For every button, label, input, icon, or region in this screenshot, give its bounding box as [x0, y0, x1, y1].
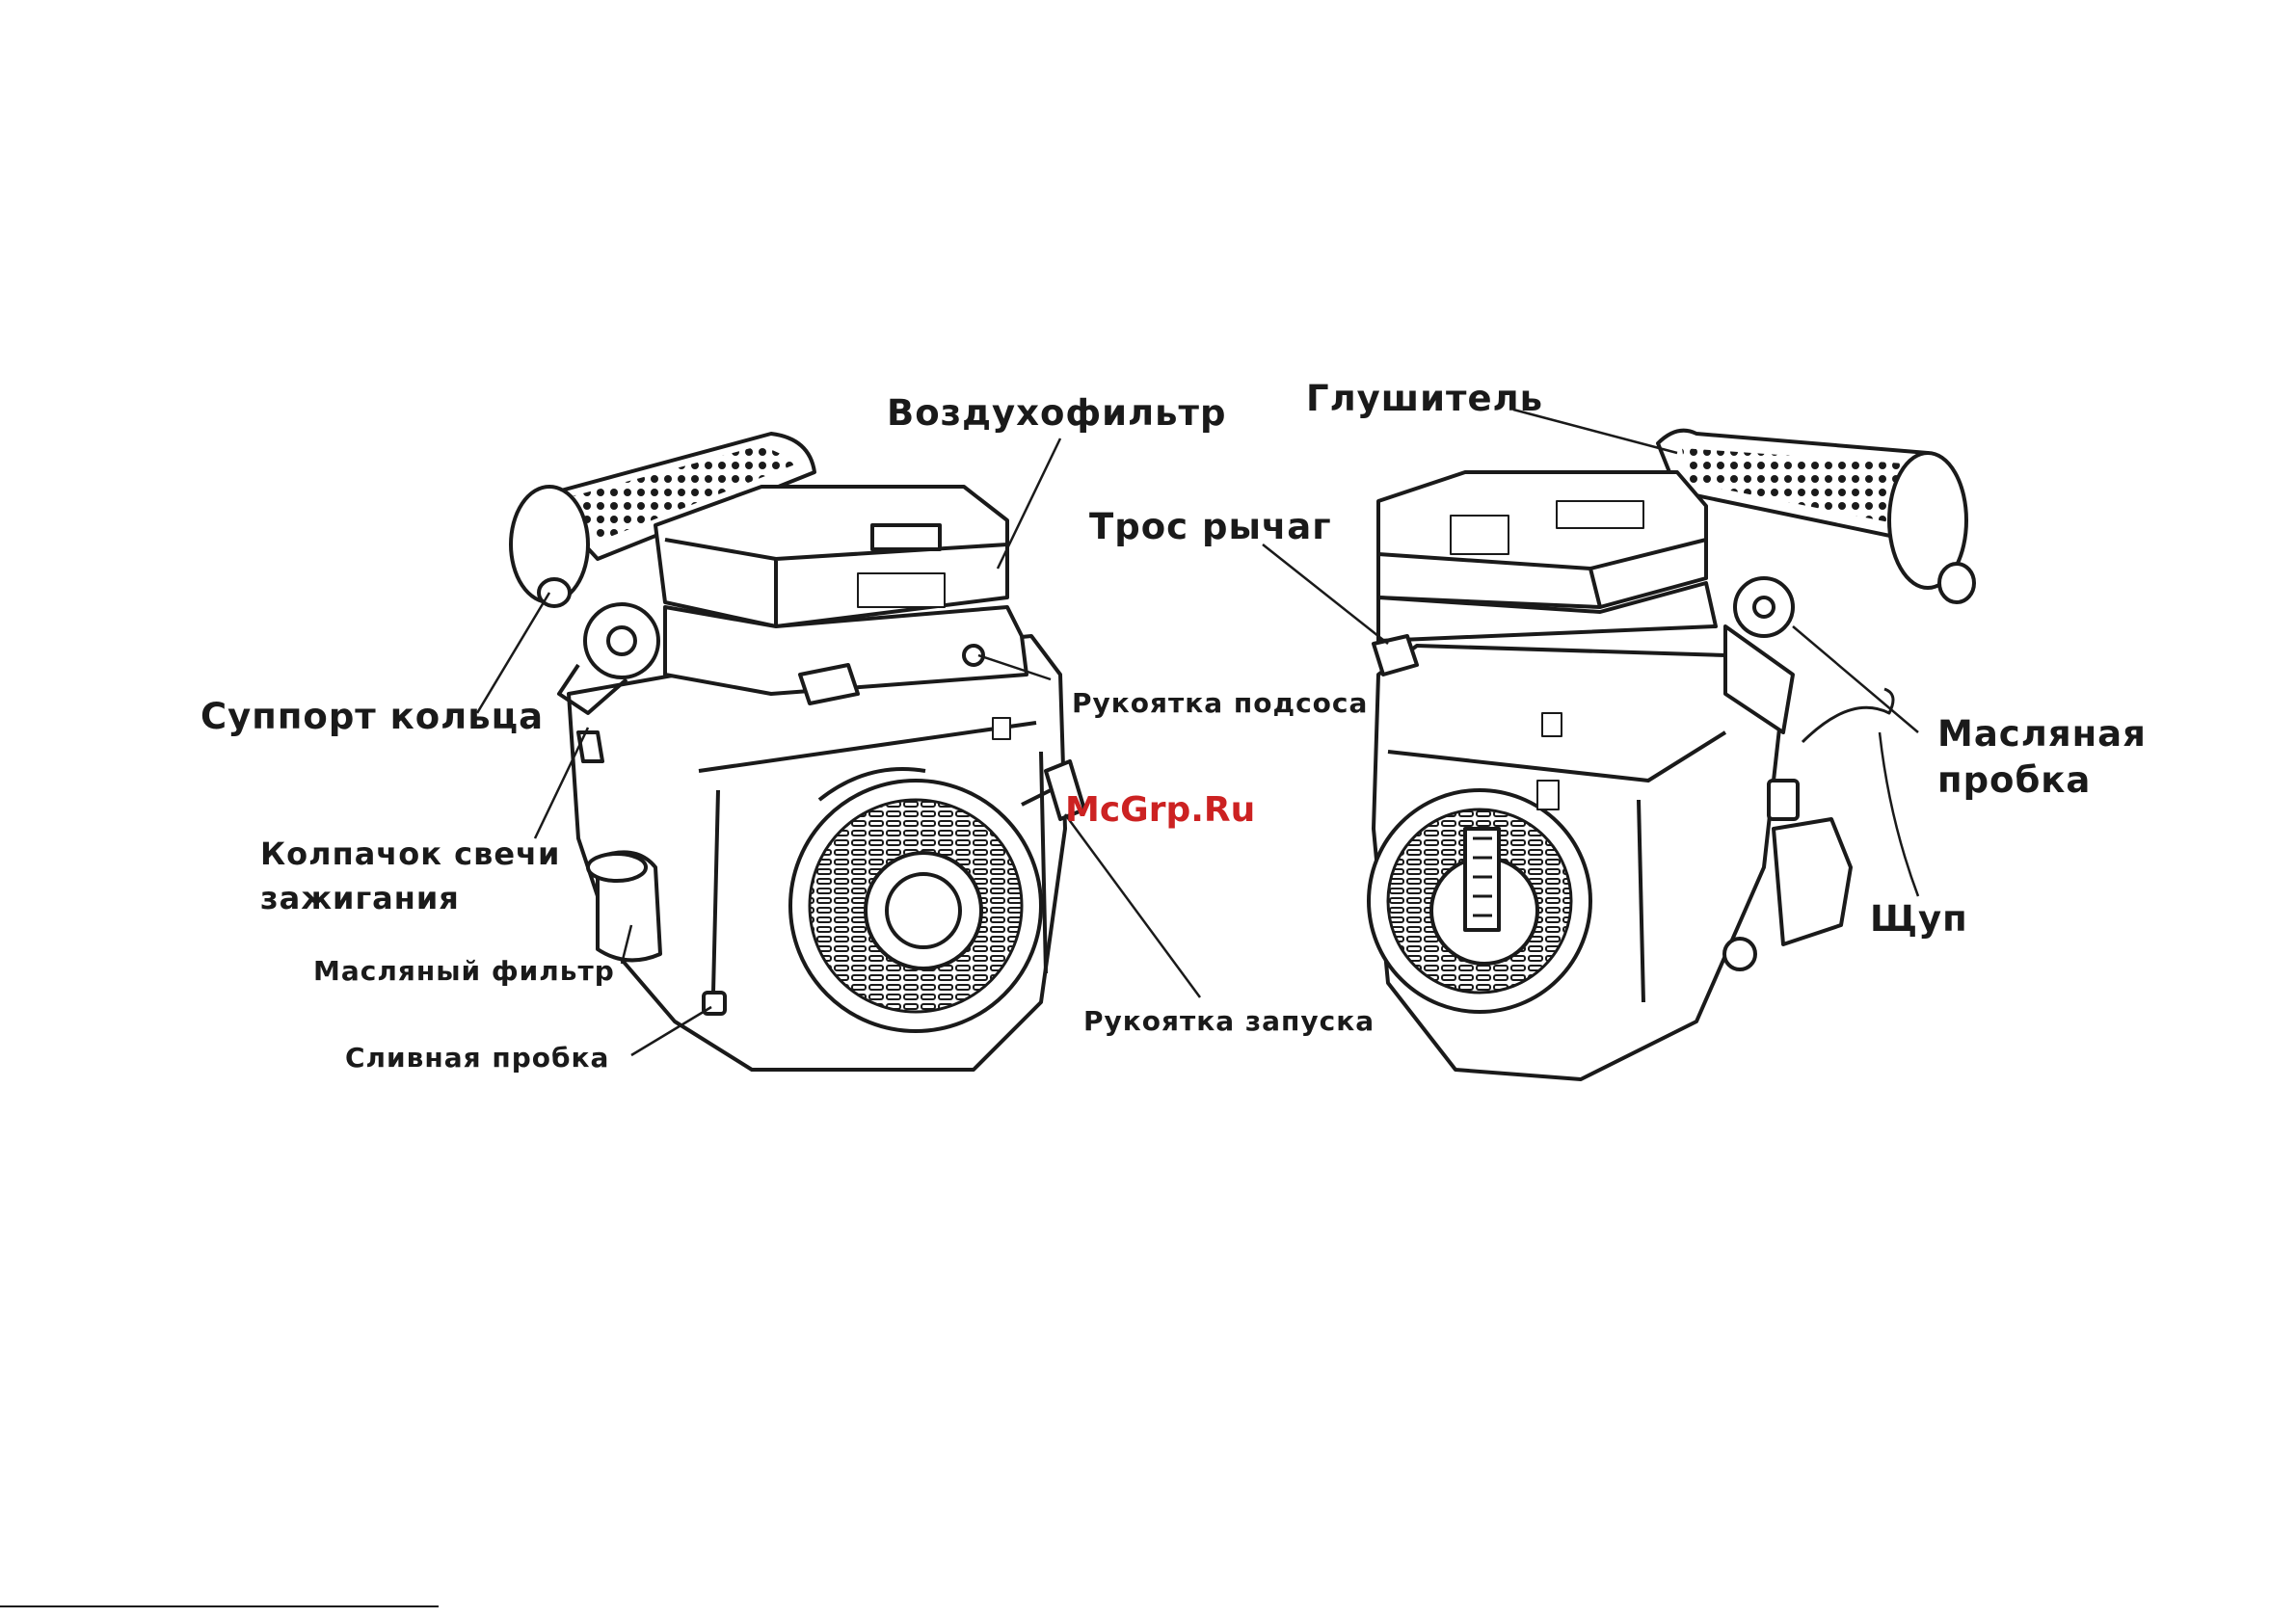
leader-oil-plug [1793, 626, 1918, 732]
label-spark-cap-line2: зажигания [260, 879, 460, 919]
right-air-filter-housing [1378, 472, 1706, 607]
label-ring-support: Суппорт кольца [200, 694, 544, 740]
label-drain-plug: Сливная пробка [345, 1041, 609, 1075]
label-oil-plug-line2: пробка [1937, 757, 2091, 804]
leader-starter-handle [1065, 814, 1200, 997]
label-oil-filter: Масляный фильтр [313, 954, 615, 989]
leader-air-filter [998, 438, 1060, 569]
label-starter-handle: Рукоятка запуска [1083, 1004, 1375, 1039]
label-dipstick: Щуп [1870, 896, 1968, 942]
right-cable-lever [1374, 636, 1417, 675]
label-choke-handle: Рукоятка подсоса [1072, 686, 1368, 721]
watermark: McGrp.Ru [1065, 790, 1255, 830]
label-air-filter: Воздухофильтр [887, 390, 1226, 437]
leader-cable-lever [1263, 544, 1388, 644]
label-oil-plug-line1: Масляная [1937, 711, 2147, 757]
left-air-filter-housing [655, 487, 1007, 626]
label-spark-cap-line1: Колпачок свечи [260, 835, 560, 875]
leader-dipstick [1880, 732, 1918, 896]
right-recoil-starter [1369, 790, 1590, 1012]
label-cable-lever: Трос рычаг [1089, 504, 1332, 550]
label-muffler: Глушитель [1306, 376, 1543, 422]
